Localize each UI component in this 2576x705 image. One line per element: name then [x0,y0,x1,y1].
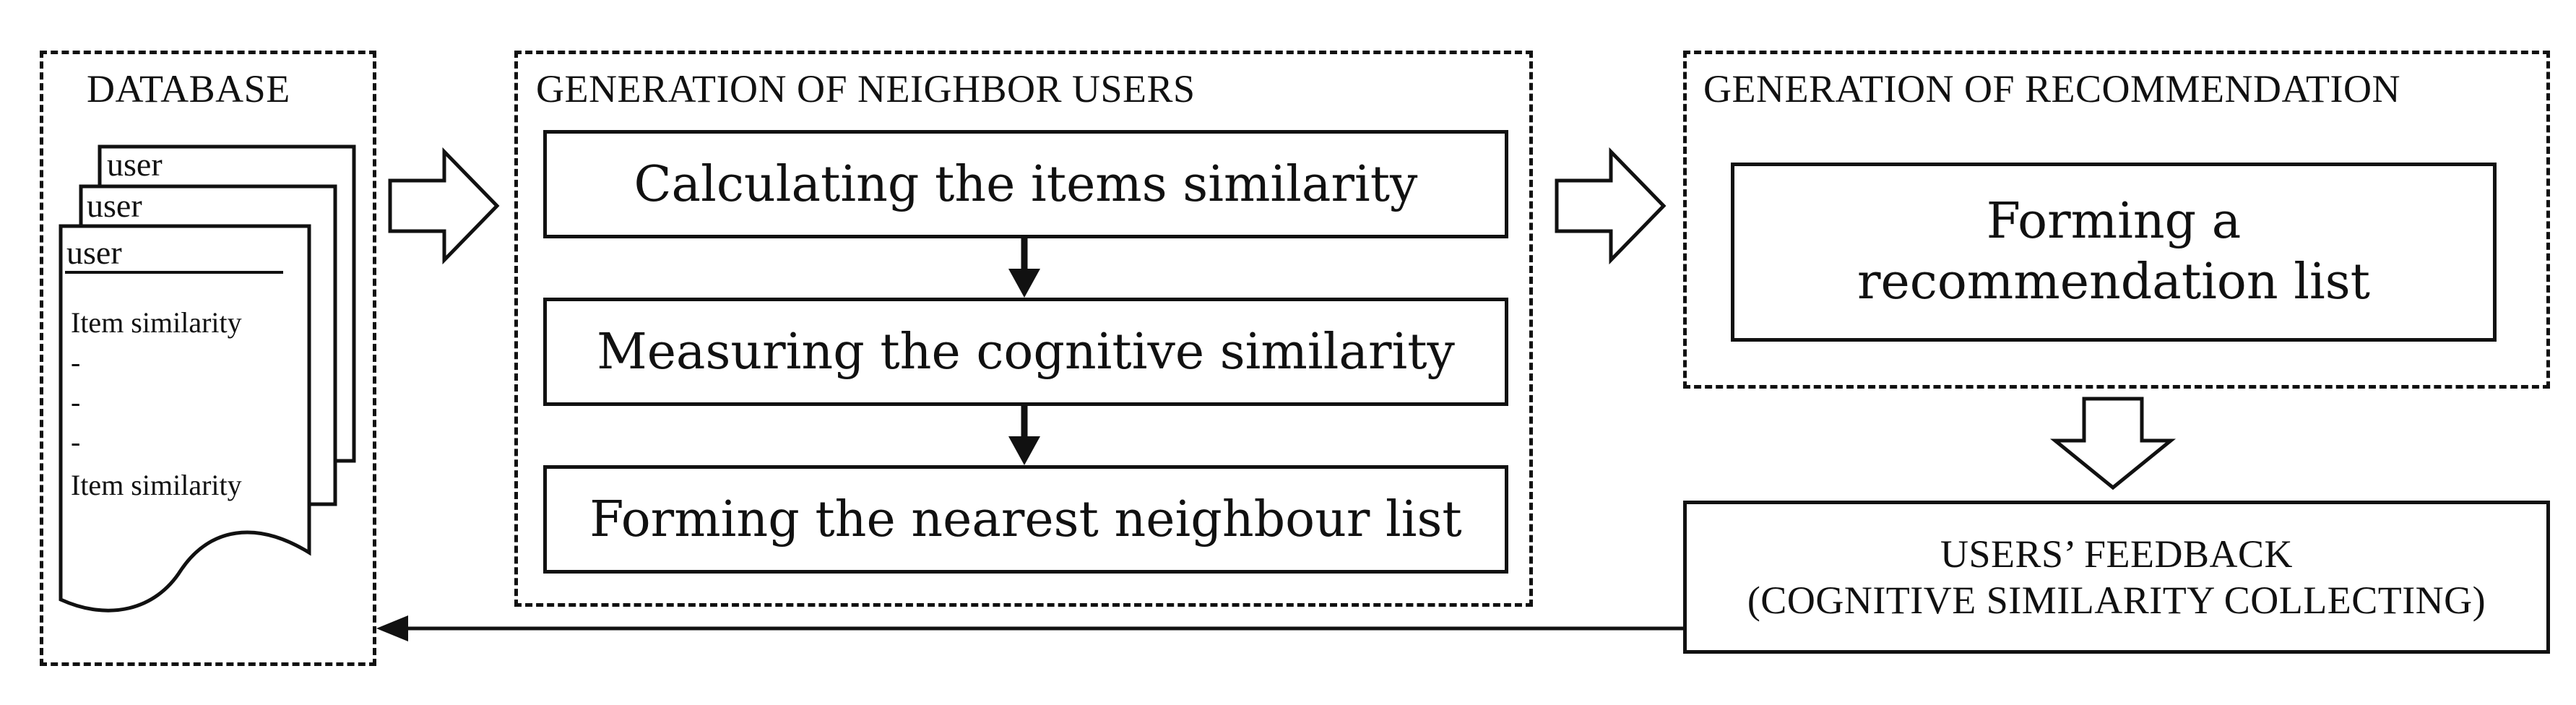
feedback-line-1: USERS’ FEEDBACK [1940,532,2294,576]
recommendation-title: GENERATION OF RECOMMENDATION [1703,67,2400,111]
feedback-line-2: (COGNITIVE SIMILARITY COLLECTING) [1747,579,2486,622]
step-calculating-items-similarity: Calculating the items similarity [543,130,1508,238]
doc-front [59,224,311,613]
arrow-step-1-to-2-head [1008,269,1040,298]
forming-recommendation-list-box: Forming a recommendation list [1731,163,2497,342]
forming-recommendation-line-1: Forming a [1986,193,2242,250]
doc-front-line-1: Item similarity [71,306,242,339]
doc-front-line-2: - [71,346,81,379]
step-forming-nearest-neighbour-list: Forming the nearest neighbour list [543,465,1508,574]
recommendation-group [1683,51,2550,389]
forming-recommendation-line-2: recommendation list [1857,254,2370,311]
doc-front-line-3: - [71,386,81,418]
database-group [40,51,376,666]
arrow-down-hollow [2049,397,2177,490]
doc-front-line-5: Item similarity [71,469,242,501]
database-title: DATABASE [87,67,290,111]
neighbor-users-group [514,51,1533,607]
arrow-right-hollow-1 [388,147,500,265]
arrow-step-2-to-3-head [1008,436,1040,465]
arrow-feedback-to-database-head [376,615,408,641]
doc-back-label: user [107,146,163,183]
users-feedback-box: USERS’ FEEDBACK (COGNITIVE SIMILARITY CO… [1683,501,2550,654]
doc-middle-label: user [87,187,142,224]
doc-front-header: user [66,234,122,271]
arrow-right-hollow-2 [1555,147,1667,265]
doc-front-line-4: - [71,425,81,458]
step-measuring-cognitive-similarity: Measuring the cognitive similarity [543,298,1508,406]
neighbor-users-title: GENERATION OF NEIGHBOR USERS [536,67,1196,111]
